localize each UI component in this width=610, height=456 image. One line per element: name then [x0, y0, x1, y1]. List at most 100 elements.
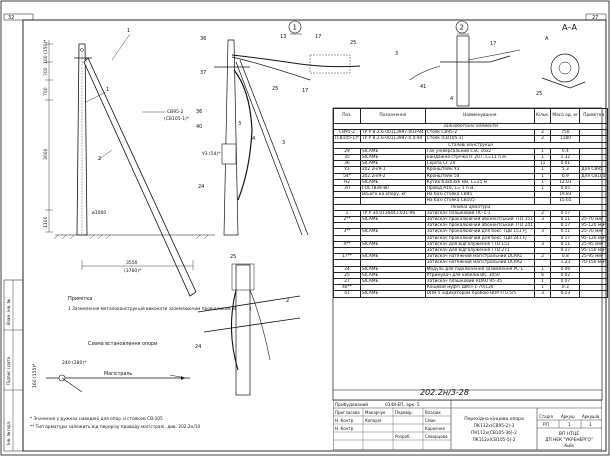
spec-cell-pos: Н2 [333, 178, 361, 187]
note-title: Примітка [68, 296, 92, 302]
callout-16-v1: 25 [272, 86, 278, 92]
dim-700-b: 700 [43, 87, 49, 96]
spec-cell-designation: ТУ У В.2.6-00113997.003-94 [359, 129, 426, 137]
callout-3p-v1: 3 [238, 121, 241, 127]
spec-section-title: Залізобетонні елементи [332, 122, 609, 131]
spec-cell-name: Затискач плашковий ПС-1-1 [424, 209, 535, 218]
spec-cell-pos: 1 [333, 209, 361, 218]
scheme-dim-a: 240 (280)* [62, 360, 87, 366]
callout-2-asm: 2 [286, 298, 289, 304]
callout-3-v1: 3 [282, 140, 285, 146]
spec-cell-pos: 29 [333, 147, 361, 156]
spec-cell-note: 95-120 мм² [579, 234, 609, 242]
spec-section-row: Лінійна арматура [332, 203, 609, 211]
spec-section-row: Сталеві конструкції [332, 141, 609, 149]
spec-col-designation: Позначення [359, 108, 426, 124]
spec-col-pos: Поз. [333, 108, 361, 124]
spec-cell-name: Затискач для відгалуження TTD 271 [424, 247, 535, 255]
spec-cell-mass: 0.4 [550, 147, 581, 156]
stamp-title-3: ПК112х(СВ105-3б)-2 [471, 430, 517, 436]
spec-cell-mass: 0.06 [550, 265, 581, 273]
spec-cell-note: Для СВ105 [579, 172, 609, 180]
section-a-a: A–A 25 A [536, 23, 586, 97]
callout-25-v1: 17 [302, 88, 308, 94]
dim-top: 100 (150)* [43, 39, 49, 64]
view-2-detail: 2 3 41 17 4 [395, 20, 521, 107]
spec-cell-pos: СВ95-2 [333, 129, 361, 137]
spec-cell-note [579, 271, 609, 280]
side-stamp-inv: Інв. № підл. [6, 421, 11, 445]
spec-cell-mass: 5.3 [550, 166, 581, 174]
spec-cell-mass: 0.11 [550, 240, 581, 249]
stamp-name2-2: Смак [425, 418, 436, 423]
assembly-perspective: 25 2 24 [195, 254, 301, 396]
spec-cell-mass: 6.9 [550, 172, 581, 180]
spec-cell-qty: 3 [533, 290, 552, 298]
stamp-name2-4: Скворцова [425, 434, 448, 439]
spec-cell-note: 95-120 мм² [579, 222, 609, 230]
callout-1-left: 1 [106, 87, 109, 93]
callout-17-v2: 17 [490, 41, 496, 47]
spec-cell-pos: 3** [333, 228, 361, 236]
spec-cell-mass: 750 [550, 129, 581, 137]
spec-cell-note [579, 284, 609, 292]
spec-col-note: Примітка [579, 108, 609, 124]
spec-cell-pos: 54* [333, 172, 361, 180]
callout-41-v2: 41 [420, 84, 426, 90]
scheme-title: Схема встановлення опори [88, 341, 157, 347]
spec-cell-mass: 15.65 [550, 197, 581, 205]
spec-cell-mass: 0.17 [550, 209, 581, 218]
scheme-mainline-label: Магістраль [104, 371, 132, 377]
spec-cell-name: Затискач проколюючий для бокс ТДВ 241 FJ [424, 234, 535, 242]
label-sv95: СВ95-2 [167, 109, 184, 115]
stamp-org-2: ДП НЕК "УКРЕНЕРГО" [545, 437, 593, 443]
spec-cell-mass: 0.01 [550, 160, 581, 168]
footnote-2: ** Тип арматури залежить від перерізу пр… [30, 424, 201, 430]
stamp-sheet-hdr: Аркуш [561, 414, 575, 419]
spec-cell-name: Затискач проколюючий для бокс ТДВ 151 FJ [424, 228, 535, 236]
label-sv105: (СВ105-1)* [164, 116, 190, 122]
spec-cell-note [579, 278, 609, 286]
spec-col-mass: Маса од. кг [550, 108, 581, 124]
spec-cell-pos: 24 [333, 265, 361, 273]
stamp-role-3: Н. Контр. [335, 426, 355, 431]
spec-cell-mass: 0.02 [550, 271, 581, 280]
stamp-role-2: Н. Контр. [335, 418, 355, 423]
corner-number-left: 32 [8, 15, 14, 21]
spec-cell-mass: 1.23 [550, 259, 581, 267]
spec-section-title: Лінійна арматура [332, 203, 609, 211]
corner-box-right [585, 13, 607, 21]
spec-section-row: Залізобетонні елементи [332, 122, 609, 131]
strut-pole [83, 57, 197, 297]
spec-header-row: Поз. Позначення Найменування Кільк. Маса… [333, 108, 609, 124]
installation-scheme: Схема встановлення опори 240 (280)* 160 … [32, 341, 190, 393]
spec-cell-pos: 36 [333, 160, 361, 168]
spec-cell-name: Затискач плашковий RDAU 95-35 [424, 278, 535, 286]
callout-24-v1: 24 [198, 184, 204, 190]
spec-cell-name: Модуль для підключення заземлення PC-L [424, 265, 535, 273]
spec-cell-note [579, 290, 609, 298]
spec-cell-name: Кутик 63x63x6 мм, L=25 м [424, 178, 535, 187]
title-block: Прибудований 0148-ЕП, арк. 5 Пригласова … [333, 400, 602, 450]
section-callout-a: A [545, 36, 549, 42]
spec-cell-mass: 0.07 [550, 278, 581, 286]
view-2-pole [456, 35, 470, 107]
callout-1-top: 1 [127, 28, 130, 34]
corner-box-left [3, 13, 34, 21]
spec-cell-note: 25-70 мм² [579, 228, 609, 236]
spec-cell-designation: ТУ У В.2.6-00113997.0.4-94 [359, 135, 426, 143]
stamp-role-1: Пригласова [335, 410, 360, 415]
spec-cell-mass: 0.11 [550, 216, 581, 224]
section-title: A–A [562, 23, 577, 32]
corner-number-right: 27 [592, 15, 598, 21]
